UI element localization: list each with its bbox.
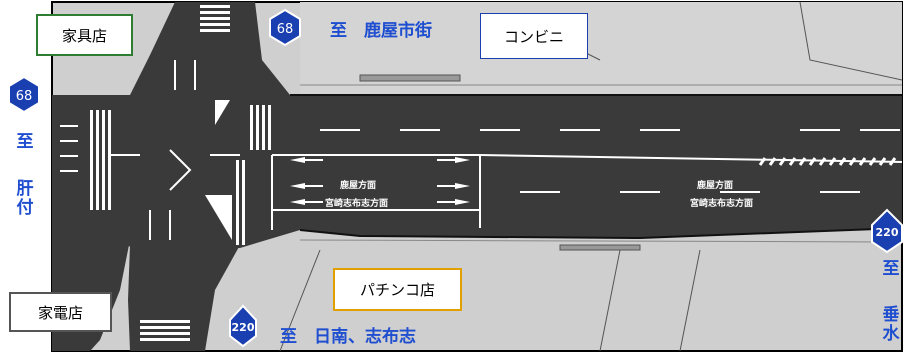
lane-text-1: 鹿屋方面 — [339, 179, 376, 191]
destination-right-place: 垂水 — [882, 305, 900, 344]
crosswalk-south — [140, 320, 190, 341]
cross-road-north — [130, 2, 290, 95]
route-220-bottom-number: 220 — [232, 321, 255, 334]
destination-bottom: 至 日南、志布志 — [280, 327, 416, 347]
hatch-zone — [758, 157, 897, 166]
curb-bottom — [299, 239, 903, 243]
structures — [279, 1, 903, 352]
route-220-sign-right: 220 — [871, 208, 903, 254]
route-220-sign-bottom: 220 — [229, 304, 257, 348]
crosswalk-east — [250, 105, 271, 150]
destination-right-to: 至 — [882, 259, 900, 279]
intersection-marks — [110, 60, 240, 240]
destination-left-place: 肝付 — [16, 179, 34, 218]
cross-road-south — [128, 245, 240, 351]
convenience-store-label: コンビニ — [480, 13, 588, 59]
lane-text-4: 宮崎志布志方面 — [690, 197, 753, 209]
lane-text-3: 鹿屋方面 — [696, 179, 733, 191]
electronics-store-label: 家電店 — [9, 292, 112, 332]
crosswalk-west — [90, 110, 111, 210]
ground-top-right — [300, 2, 902, 95]
crosswalk-north — [200, 5, 230, 32]
destination-left-to: 至 — [16, 132, 34, 152]
road-edge-bottom — [299, 227, 903, 240]
turn-lane-lines — [271, 154, 903, 230]
zebra-triangle-north — [215, 100, 230, 125]
route-68-top-number: 68 — [277, 22, 294, 37]
main-road — [52, 95, 902, 248]
destination-top: 至 鹿屋市街 — [330, 21, 432, 41]
lane-text-2: 宮崎志布志方面 — [325, 197, 388, 209]
pachinko-store-label: パチンコ店 — [333, 268, 462, 311]
route-68-sign-top: 68 — [269, 8, 301, 47]
furniture-store-label: 家具店 — [36, 14, 133, 56]
road-text-group: 鹿屋方面 宮崎志布志方面 鹿屋方面 宮崎志布志方面 — [325, 179, 753, 209]
zebra-triangle — [205, 195, 232, 240]
direction-arrows — [60, 125, 470, 205]
crosswalk-southeast — [236, 160, 245, 245]
route-68-sign-left: 68 — [8, 75, 40, 114]
route-68-left-number: 68 — [16, 89, 33, 104]
route-220-right-number: 220 — [876, 226, 899, 239]
